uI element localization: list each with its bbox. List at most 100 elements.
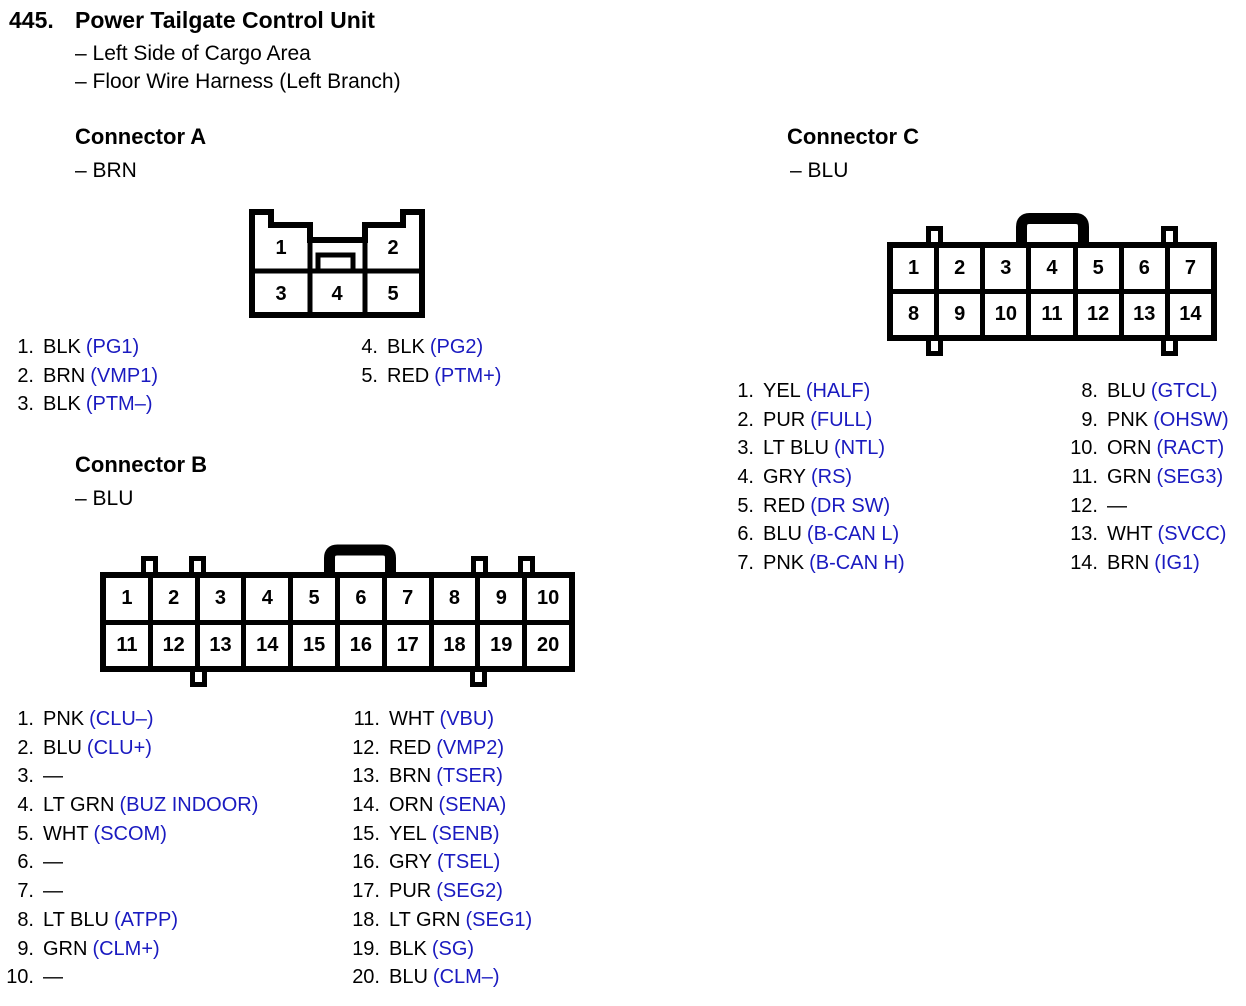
pin-row: 1.YEL(HALF) [720, 377, 905, 406]
pin-signal: (SENB) [431, 822, 500, 845]
connector-tab [1161, 226, 1178, 242]
connector-cell: 6 [339, 578, 382, 620]
pin-number: 1. [17, 336, 34, 358]
connector-c-color-label: – BLU [790, 159, 849, 182]
pin-row: 10.— [0, 963, 258, 992]
pin-number: 3. [17, 765, 34, 788]
pin-wire-color: LT BLU [763, 437, 829, 460]
pin-row: 4.LT GRN(BUZ INDOOR) [0, 791, 258, 820]
pin-wire-color: PNK [763, 552, 805, 575]
pin-row: 7.— [0, 877, 258, 906]
connector-tab [926, 341, 943, 356]
pin-signal: (PG1) [85, 336, 140, 358]
pin-wire-color: GRN [1107, 466, 1152, 489]
pin-row: 17.PUR(SEG2) [346, 877, 532, 906]
location-line: – Floor Wire Harness (Left Branch) [75, 70, 401, 93]
pin-signal: (SEG2) [436, 880, 503, 903]
connector-tab [141, 556, 158, 572]
pin-wire-color: — [43, 765, 63, 788]
pin-number: 14. [352, 794, 380, 817]
pin-wire-color: GRY [763, 466, 806, 489]
pin-signal: (SVCC) [1157, 523, 1227, 546]
connector-cell: 2 [387, 237, 398, 259]
pin-wire-color: — [1107, 494, 1127, 517]
connector-a-pinlist-right: 4.BLK(PG2)5.RED(PTM+) [344, 333, 501, 390]
pin-wire-color: BLU [43, 736, 82, 759]
connector-cell: 3 [275, 283, 286, 305]
connector-cell: 9 [939, 294, 981, 335]
connector-a-title: Connector A [75, 124, 207, 149]
pin-wire-color: ORN [389, 794, 434, 817]
connector-cell: 15 [293, 624, 335, 666]
pin-row: 18.LT GRN(SEG1) [346, 906, 532, 935]
connector-tab [518, 556, 535, 572]
connector-tab [470, 672, 487, 687]
pin-number: 9. [1081, 408, 1098, 431]
pin-signal: (IG1) [1154, 552, 1200, 575]
connector-cell: 1 [275, 237, 286, 259]
connector-cell: 12 [152, 624, 195, 666]
connector-cell: 4 [331, 283, 343, 305]
pin-wire-color: — [43, 966, 63, 989]
pin-signal: (PG2) [429, 336, 484, 358]
pin-number: 4. [17, 794, 34, 817]
pin-wire-color: BLK [387, 336, 425, 358]
pin-row: 8.LT BLU(ATPP) [0, 906, 258, 935]
pin-number: 13. [352, 765, 380, 788]
connector-tab [471, 556, 488, 572]
pin-row: 6.— [0, 848, 258, 877]
pin-number: 2. [737, 408, 754, 431]
pin-wire-color: BRN [389, 765, 432, 788]
connector-tab [189, 556, 206, 572]
pin-row: 5.WHT(SCOM) [0, 820, 258, 849]
connector-cell: 19 [480, 624, 523, 666]
pin-number: 10. [1070, 437, 1098, 460]
pin-number: 9. [17, 937, 34, 960]
pin-wire-color: BRN [43, 364, 86, 387]
pin-signal: (SG) [431, 937, 475, 960]
connector-cell: 5 [387, 283, 398, 305]
connector-cell: 13 [1123, 294, 1165, 335]
pin-row: 8.BLU(GTCL) [1064, 377, 1229, 406]
connector-tab [926, 226, 943, 242]
connector-tab [1161, 341, 1178, 356]
connector-cell: 7 [1169, 248, 1211, 289]
connector-cell: 11 [106, 624, 148, 666]
pin-row: 1.BLK(PG1) [0, 333, 158, 362]
page-item-number: 445. [9, 7, 54, 33]
pin-wire-color: PNK [43, 708, 85, 730]
pin-row: 11.WHT(VBU) [346, 705, 532, 734]
pin-number: 1. [17, 708, 34, 730]
pin-number: 2. [17, 364, 34, 387]
pin-signal: (HALF) [805, 380, 871, 402]
pin-signal: (DR SW) [810, 494, 891, 517]
connector-cell: 4 [246, 578, 289, 620]
connector-cell: 14 [246, 624, 289, 666]
pin-signal: (SEG3) [1156, 466, 1224, 489]
pin-wire-color: WHT [389, 708, 435, 730]
pin-row: 5.RED(PTM+) [344, 362, 501, 391]
pin-row: 10.ORN(RACT) [1064, 434, 1229, 463]
pin-wire-color: RED [387, 364, 430, 387]
pin-wire-color: BLU [1107, 380, 1146, 402]
connector-a-pinlist-left: 1.BLK(PG1)2.BRN(VMP1)3.BLK(PTM–) [0, 333, 158, 419]
pin-number: 8. [17, 908, 34, 931]
pin-number: 3. [737, 437, 754, 460]
pin-signal: (PTM+) [434, 364, 502, 387]
pin-wire-color: LT BLU [43, 908, 109, 931]
connector-tab [190, 672, 207, 687]
connector-cell: 1 [893, 248, 935, 289]
connector-cell: 10 [985, 294, 1027, 335]
pin-signal: (CLM+) [92, 937, 160, 960]
pin-number: 13. [1070, 523, 1098, 546]
pin-signal: (RS) [810, 466, 853, 489]
connector-cell: 8 [433, 578, 476, 620]
pin-signal: (SEG1) [465, 908, 533, 931]
pin-row: 3.LT BLU(NTL) [720, 434, 905, 463]
pin-number: 5. [737, 494, 754, 517]
connector-cell: 6 [1123, 248, 1165, 289]
pin-signal: (VMP2) [436, 736, 505, 759]
connector-cell: 18 [433, 624, 476, 666]
pin-number: 12. [1070, 494, 1098, 517]
